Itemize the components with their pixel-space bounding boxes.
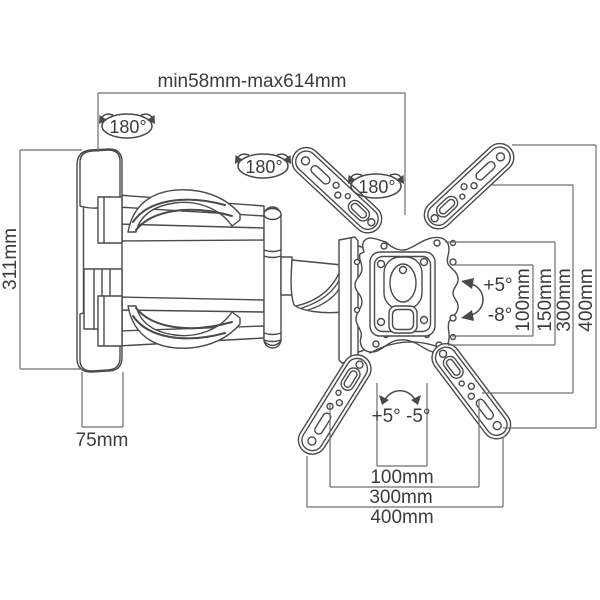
mount-artwork	[76, 137, 521, 461]
label-vesa-v-300: 300mm	[554, 268, 575, 331]
upper-hinge	[97, 196, 123, 244]
dim-width-75	[81, 372, 124, 428]
label-wall-plate-height: 311mm	[0, 228, 21, 290]
lower-arm-shell	[127, 305, 241, 349]
label-rotation-elbow: 180°	[245, 157, 282, 177]
label-wall-plate-width: 75mm	[76, 430, 129, 451]
dim-vesa-horizontal	[306, 383, 504, 508]
lower-hinge	[97, 295, 123, 347]
swivel-arc-icon	[379, 390, 421, 405]
lower-arm-assembly	[117, 296, 265, 349]
upper-arm-shell	[127, 189, 241, 233]
vesa-arm-bottom-right	[425, 337, 517, 446]
wall-plate	[76, 148, 123, 373]
center-cutout	[383, 256, 423, 334]
forearm-link	[280, 256, 343, 314]
vesa-arm-bottom-left	[292, 348, 377, 461]
label-tilt-up: +5°	[483, 275, 512, 296]
rotation-indicator-elbow	[234, 153, 292, 179]
label-vesa-v-400: 400mm	[576, 268, 597, 331]
label-tilt-down: -8°	[488, 305, 513, 326]
label-swivel-range: +5° -5°	[371, 406, 430, 427]
label-vesa-h-400: 400mm	[370, 507, 433, 528]
label-vesa-v-100: 100mm	[513, 268, 534, 331]
dim-height-311	[19, 149, 82, 370]
label-vesa-h-100: 100mm	[370, 467, 433, 488]
vesa-arm-top-right	[417, 137, 521, 236]
label-rotation-plate: 180°	[358, 177, 395, 197]
vesa-plate	[353, 236, 459, 354]
rotation-indicator-wall	[98, 113, 156, 139]
dimension-lines	[19, 92, 597, 508]
angle-indicators	[98, 113, 484, 405]
label-extension-range: min58mm-max614mm	[158, 71, 347, 92]
dim-extension-range	[97, 92, 406, 215]
dim-vesa-vertical	[445, 144, 597, 429]
dimension-labels: min58mm-max614mm 180° 180° 180° 311mm 75…	[0, 71, 597, 528]
upper-arm-assembly	[117, 189, 265, 242]
label-vesa-v-150: 150mm	[535, 268, 556, 331]
tilt-arc-icon	[461, 278, 484, 321]
label-rotation-wall: 180°	[109, 117, 146, 137]
label-vesa-h-300: 300mm	[369, 487, 432, 508]
rotation-indicator-plate	[347, 173, 405, 199]
pivot-cylinder	[263, 206, 282, 349]
